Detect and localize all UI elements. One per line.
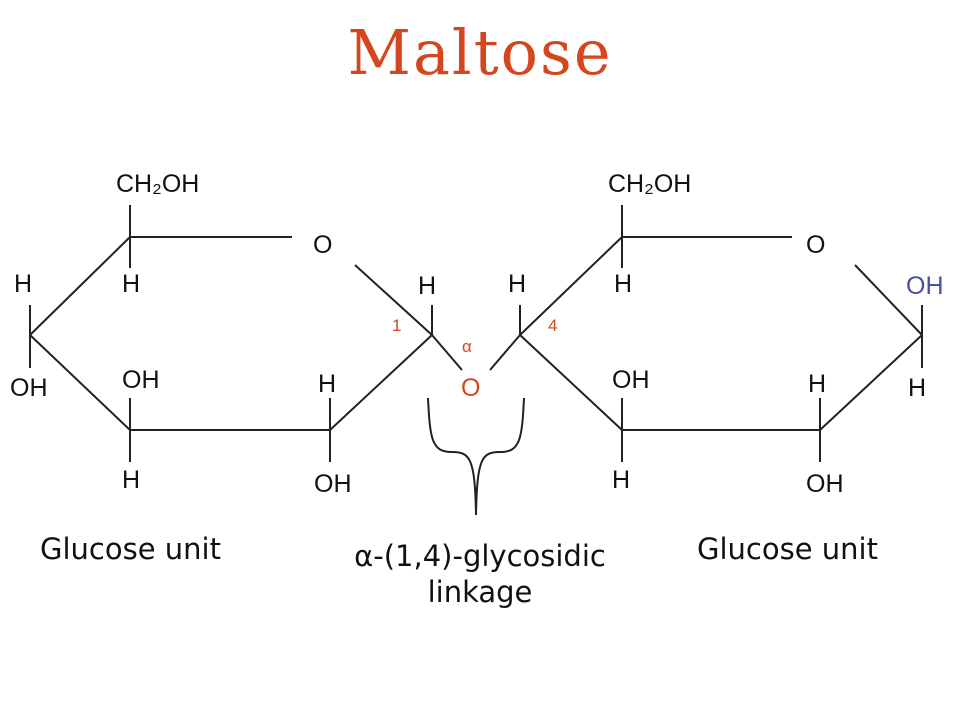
right-ch2oh-label: CH₂OH [608, 170, 691, 198]
right-glucose-unit-caption: Glucose unit [697, 532, 878, 566]
left-glucose-unit-caption: Glucose unit [40, 532, 221, 566]
alpha-symbol: α [462, 337, 472, 356]
glycosidic-linkage-caption: α-(1,4)-glycosidic linkage [310, 538, 650, 610]
glycosidic-bonds [431, 334, 521, 371]
right-ring-oxygen-label: O [806, 231, 825, 259]
linkage-caption-line-1: α-(1,4)-glycosidic [354, 539, 606, 573]
left-ring-oxygen-label: O [313, 231, 332, 259]
carbon-number-1: 1 [392, 316, 401, 335]
right-c3-h-label: H [612, 466, 630, 494]
left-c4-oh-label: OH [10, 374, 48, 402]
left-c1-h-label: H [418, 272, 436, 300]
bridge-oxygen-label: O [461, 374, 480, 402]
right-c2-h-label: H [808, 370, 826, 398]
left-c3-h-label: H [122, 466, 140, 494]
left-c3-oh-label: OH [122, 366, 160, 394]
left-ch2oh-label: CH₂OH [116, 170, 199, 198]
right-c4-h-label: H [508, 270, 526, 298]
right-c3-oh-label: OH [612, 366, 650, 394]
slide-title: Maltose [347, 16, 613, 89]
linkage-caption-line-2: linkage [427, 575, 533, 609]
right-c1-h-label: H [908, 374, 926, 402]
carbon-number-4: 4 [548, 316, 557, 335]
right-c5-h-label: H [614, 270, 632, 298]
right-ring-bonds [519, 205, 923, 462]
left-c2-oh-label: OH [314, 470, 352, 498]
linkage-brace [427, 397, 525, 516]
left-c4-h-label: H [14, 270, 32, 298]
right-c2-oh-label: OH [806, 470, 844, 498]
left-c5-h-label: H [122, 270, 140, 298]
right-anomeric-oh-label: OH [906, 272, 944, 300]
left-c2-h-label: H [318, 370, 336, 398]
left-ring-bonds [29, 205, 433, 462]
